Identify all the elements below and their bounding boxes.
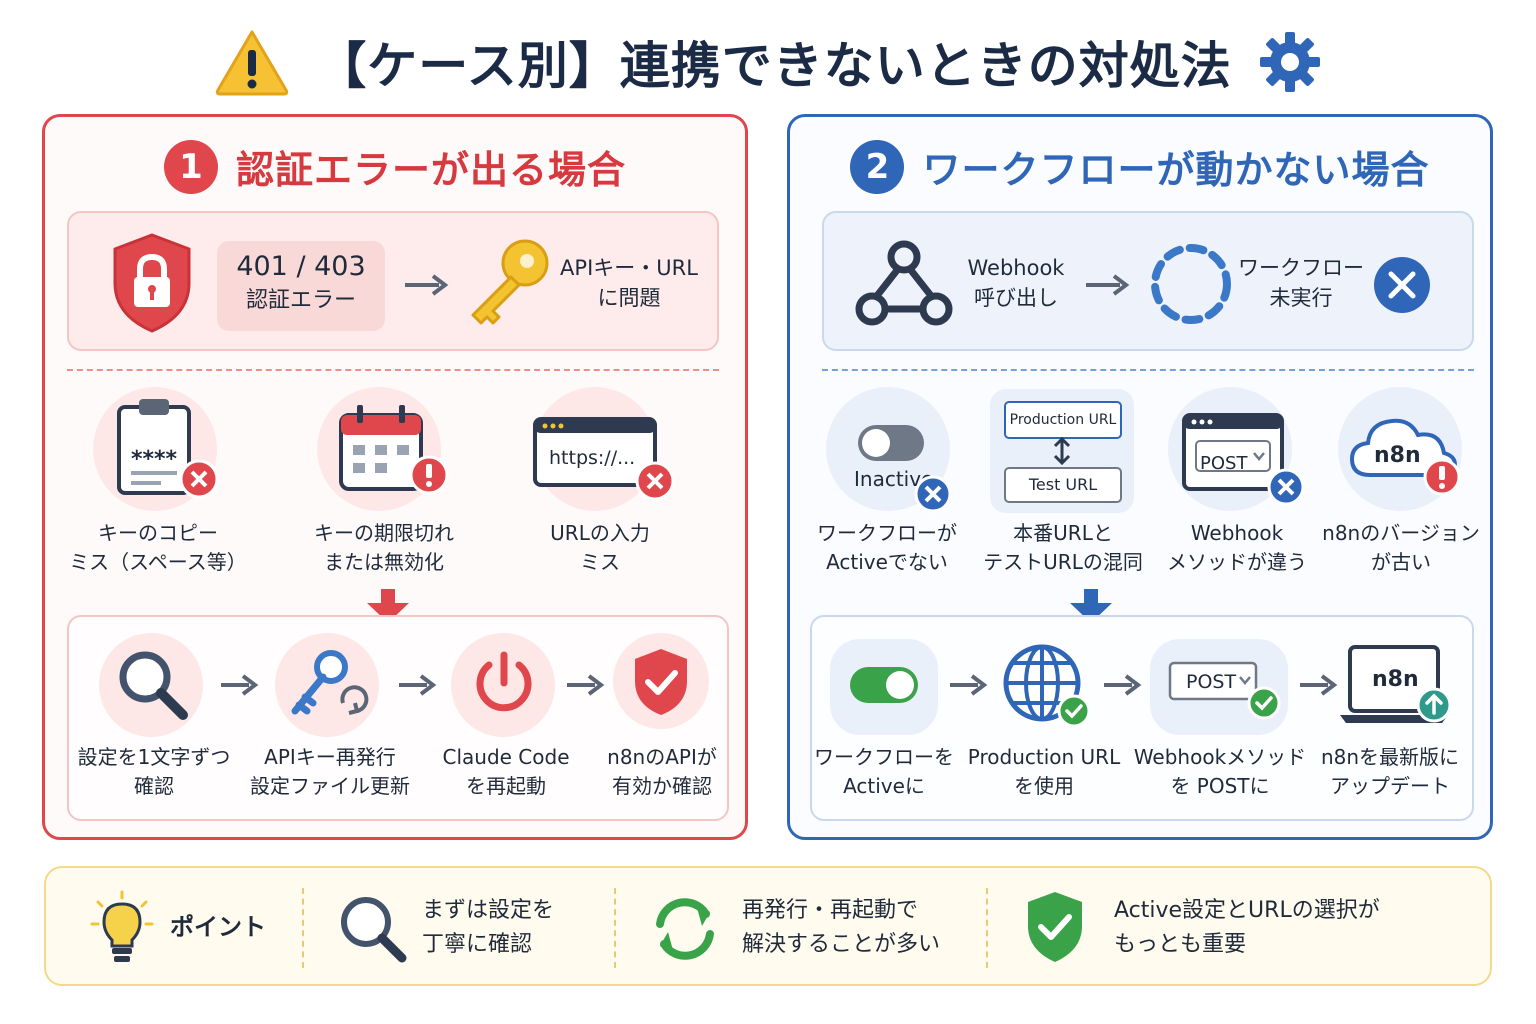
cross-circle-icon	[914, 475, 952, 513]
cause-label-2: キーの期限切れ または無効化	[314, 521, 454, 574]
case1-solutions: 設定を1文字ずつ 確認 APIキー再発行 設定ファイル更新 Claude Cod…	[67, 615, 729, 821]
case2-number: 2	[850, 139, 905, 194]
method-text: POST	[1200, 453, 1248, 474]
case2-header: 2 ワークフローが動かない場合	[790, 139, 1490, 194]
case1-header: 1 認証エラーが出る場合	[45, 139, 745, 194]
key-refresh-icon	[291, 650, 369, 715]
key-icon	[471, 239, 549, 325]
cause-label-1: ワークフローが Activeでない	[817, 521, 957, 574]
cause-label-3: Webhook メソッドが違う	[1167, 521, 1307, 574]
method-check-icon	[1168, 661, 1281, 720]
arrow-right-icon	[950, 674, 988, 696]
divider	[986, 888, 988, 968]
method-window-icon	[1182, 413, 1305, 506]
shield-lock-icon	[113, 233, 191, 333]
case1-symptom-box: 401 / 403 認証エラー APIキー・URL に問題	[67, 211, 719, 351]
toggle-off-icon	[858, 425, 924, 461]
gear-icon	[1259, 32, 1320, 92]
case1-panel: 1 認証エラーが出る場合 401 / 403 認証エラー APIキー・URL に…	[42, 114, 748, 840]
cloud-n8n-text: n8n	[1374, 443, 1421, 468]
step-label-3: Claude Code を再起動	[442, 745, 570, 798]
case2-panel: 2 ワークフローが動かない場合 Webhook 呼び出し ワークフロー 未実行	[787, 114, 1493, 840]
arrow-down-icon	[367, 589, 409, 623]
points-label: ポイント	[170, 913, 266, 941]
step-label-4: n8nを最新版に アップデート	[1320, 745, 1460, 798]
case1-number: 1	[163, 139, 218, 194]
step-label-3: Webhookメソッド を POSTに	[1133, 745, 1307, 798]
page-title: 【ケース別】連携できないときの対処法	[316, 37, 1232, 95]
case2-title: ワークフローが動かない場合	[922, 148, 1430, 192]
cause-text-line1: APIキー・URL	[560, 256, 698, 280]
cross-circle-icon	[1374, 257, 1430, 313]
webhook-icon	[855, 240, 953, 326]
arrow-right-icon	[405, 274, 449, 296]
shield-check-icon	[1028, 892, 1082, 962]
arrow-right-icon	[221, 674, 259, 696]
magnifier-icon	[341, 897, 407, 963]
divider	[67, 369, 719, 371]
arrow-down-icon	[1070, 589, 1112, 623]
shield-check-icon	[635, 649, 687, 715]
production-url-card: Production URL	[1004, 401, 1122, 439]
divider	[302, 888, 304, 968]
clipboard-text: ****	[131, 447, 178, 472]
cause-label-2: 本番URLと テストURLの混同	[983, 521, 1143, 574]
header: 【ケース別】連携できないときの対処法	[0, 22, 1536, 102]
divider	[614, 888, 616, 968]
point-text-3: Active設定とURLの選択が もっとも重要	[1114, 898, 1380, 957]
lightbulb-icon	[90, 890, 154, 962]
case2-symptom-box: Webhook 呼び出し ワークフロー 未実行	[822, 211, 1474, 351]
point-text-2: 再発行・再起動で 解決することが多い	[742, 898, 941, 957]
cause-label-4: n8nのバージョン が古い	[1322, 521, 1480, 574]
cause-label-3: URLの入力 ミス	[550, 521, 650, 574]
error-label: 認証エラー	[245, 288, 356, 313]
toggle-on-icon	[850, 667, 918, 703]
magnifier-icon	[119, 651, 188, 720]
case2-solutions: ワークフローを Activeに Production URL を使用 POST …	[810, 615, 1474, 821]
step-label-4: n8nのAPIが 有効か確認	[607, 745, 717, 798]
step-label-2: Production URL を使用	[967, 745, 1121, 798]
calendar-icon	[339, 405, 449, 495]
swap-arrows-icon	[1053, 437, 1071, 465]
error-code: 401 / 403	[236, 251, 366, 282]
laptop-icon	[1340, 645, 1452, 723]
power-icon	[476, 651, 532, 712]
point-text-1: まずは設定を 丁寧に確認	[422, 898, 555, 957]
method-text: POST	[1186, 671, 1237, 693]
result-line1: ワークフロー	[1238, 256, 1364, 280]
cause-text-line2: に問題	[597, 286, 661, 310]
arrow-right-icon	[1104, 674, 1142, 696]
clipboard-icon	[117, 399, 219, 499]
cause-label-1: キーのコピー ミス（スペース等）	[69, 521, 247, 574]
case1-title: 認証エラーが出る場合	[235, 148, 626, 192]
step-label-1: 設定を1文字ずつ 確認	[77, 745, 231, 798]
arrow-right-icon	[567, 674, 605, 696]
trigger-line2: 呼び出し	[974, 286, 1058, 310]
divider	[822, 369, 1474, 371]
trigger-line1: Webhook	[967, 256, 1065, 280]
test-url-card: Test URL	[1004, 467, 1122, 503]
points-bar: ポイント まずは設定を 丁寧に確認 再発行・再起動で 解決することが多い Act…	[44, 866, 1492, 986]
arrow-right-icon	[1300, 674, 1338, 696]
result-line2: 未実行	[1269, 286, 1333, 310]
step-label-1: ワークフローを Activeに	[814, 745, 954, 798]
arrow-right-icon	[1086, 274, 1130, 296]
browser-url-text: https://...	[549, 447, 636, 469]
arrow-right-icon	[399, 674, 437, 696]
error-code-badge: 401 / 403 認証エラー	[217, 241, 385, 331]
laptop-n8n-text: n8n	[1372, 667, 1419, 692]
refresh-icon	[656, 898, 714, 960]
warning-icon	[216, 30, 289, 96]
loading-ring-icon	[1151, 244, 1231, 324]
browser-icon	[533, 417, 675, 501]
step-label-2: APIキー再発行 設定ファイル更新	[250, 745, 410, 798]
globe-icon	[1003, 644, 1091, 728]
cloud-icon	[1349, 418, 1461, 496]
